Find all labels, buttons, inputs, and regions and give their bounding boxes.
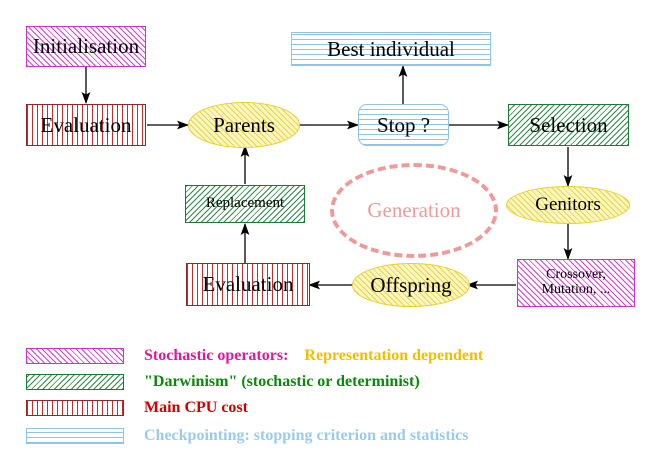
node-best-individual[interactable]: Best individual [291,32,491,66]
node-crossover-mutation-label-line2: Mutation, ... [541,282,611,297]
node-offspring[interactable]: Offspring [352,263,470,307]
legend-row-stochastic-operators: Stochastic operators: Representation dep… [26,346,483,366]
node-evaluation-bottom[interactable]: Evaluation [186,263,310,306]
legend-label-checkpointing: Checkpointing: stopping criterion and st… [144,427,469,444]
legend-swatch-stochastic-operators [26,348,124,364]
legend-swatch-checkpointing [26,428,124,444]
legend-row-main-cpu-cost: Main CPU cost [26,398,248,418]
node-parents-label: Parents [213,112,275,137]
node-generation-label: Generation [367,198,461,222]
node-evaluation-top[interactable]: Evaluation [26,104,146,146]
node-crossover-mutation-label-line1: Crossover, [546,267,606,283]
legend-label-main-cpu-cost: Main CPU cost [144,399,248,416]
node-stop-label: Stop ? [376,112,431,137]
node-genitors-label: Genitors [535,194,601,216]
node-replacement-label: Replacement [205,195,285,212]
node-selection[interactable]: Selection [508,104,629,146]
node-crossover-mutation[interactable]: Crossover, Mutation, ... [517,259,635,307]
legend-row-checkpointing: Checkpointing: stopping criterion and st… [26,426,468,446]
legend-label-darwinism: "Darwinism" (stochastic or determinist) [144,373,420,390]
legend-row-darwinism: "Darwinism" (stochastic or determinist) [26,372,420,392]
node-generation: Generation [330,163,498,258]
node-selection-label: Selection [529,112,608,137]
legend-text-primary-0: Stochastic operators: [144,347,289,364]
node-genitors[interactable]: Genitors [506,186,630,224]
node-evaluation-bottom-label: Evaluation [202,272,294,297]
node-replacement[interactable]: Replacement [185,185,305,223]
legend-swatch-main-cpu-cost [26,400,124,416]
node-initialisation[interactable]: Initialisation [26,26,146,67]
legend-swatch-darwinism [26,374,124,390]
node-parents[interactable]: Parents [188,102,300,148]
node-stop[interactable]: Stop ? [358,104,449,146]
node-offspring-label: Offspring [370,272,452,297]
legend-text-secondary-0: Representation dependent [304,347,484,364]
node-best-individual-label: Best individual [327,36,455,61]
node-evaluation-top-label: Evaluation [40,112,132,137]
legend-label-stochastic-operators: Stochastic operators: Representation dep… [144,347,483,365]
node-initialisation-label: Initialisation [32,34,140,59]
